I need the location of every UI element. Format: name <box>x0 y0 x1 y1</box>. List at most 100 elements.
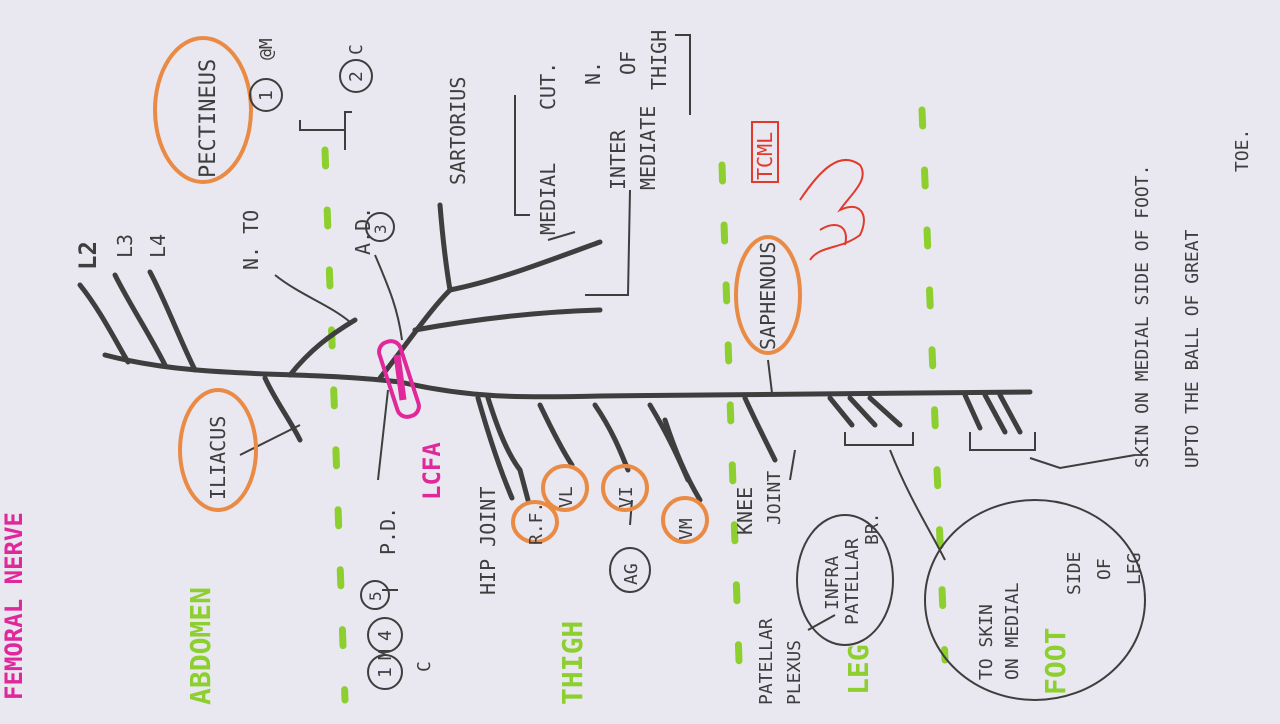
arrow-knee-joint <box>789 449 796 481</box>
tcml-box <box>751 121 779 183</box>
arrow-ad <box>374 254 403 341</box>
root-l3-label: L3 <box>113 234 137 258</box>
branch-infrapatellar-1 <box>827 395 855 428</box>
infrapatellar-circle <box>796 514 894 646</box>
lcfa-label: LCFA <box>418 442 446 500</box>
branch-vi <box>592 402 631 473</box>
pd-number: 5 <box>366 591 385 601</box>
right-key-fork-bottom <box>344 111 352 150</box>
branch-sartorius <box>437 202 453 293</box>
left-key-c-circle <box>367 654 403 690</box>
lcfa-fill <box>393 354 407 401</box>
skin-foot-line3: TOE. <box>1232 129 1253 172</box>
ad-number: 3 <box>371 224 390 234</box>
right-key-c-circle <box>339 59 373 93</box>
vl-circle <box>541 464 589 512</box>
medial-label: MEDIAL <box>536 163 560 235</box>
vm-label: VM <box>676 518 697 540</box>
to-skin-line3: SIDE <box>1064 552 1085 595</box>
branch-foot-3 <box>997 392 1023 435</box>
hip-joint-label: HIP JOINT <box>476 487 500 595</box>
pd-label: P.D. <box>376 507 400 555</box>
infrapatellar-line1: INFRA <box>822 556 843 610</box>
arrow-intermediate <box>585 189 631 296</box>
n-label: N. <box>581 61 605 85</box>
branch-iliacus <box>262 375 303 443</box>
region-abdomen: ABDOMEN <box>184 587 217 705</box>
patellar-plexus-line1: PATELLAR <box>756 618 777 705</box>
arrow-saphenous <box>767 359 773 394</box>
main-trunk <box>102 352 1033 400</box>
patellar-plexus-line2: PLEXUS <box>784 640 805 705</box>
rf-circle <box>511 500 559 544</box>
branch-rf <box>485 395 531 503</box>
arrow-ag <box>629 499 633 526</box>
pectineus-circle <box>153 36 253 184</box>
to-skin-line5: LEG <box>1124 552 1145 585</box>
region-thigh: THIGH <box>556 621 589 705</box>
inter-label: INTER <box>606 129 630 190</box>
left-key-4: 4 <box>375 630 396 641</box>
branch-foot-1 <box>962 392 983 431</box>
signature <box>799 159 865 261</box>
signature-scribble-2 <box>819 224 847 246</box>
branch-pectineus <box>287 317 358 378</box>
branch-infrapatellar-3 <box>867 395 903 428</box>
branch-hip-joint <box>475 395 515 501</box>
skin-foot-line2: UPTO THE BALL OF GREAT <box>1182 229 1203 468</box>
ag-circle <box>609 547 651 593</box>
region-leg: LEG <box>842 644 875 695</box>
vm-circle <box>661 496 709 544</box>
right-key-c: C <box>346 44 367 55</box>
left-key-1: 1 <box>375 667 396 678</box>
infrapatellar-line3: BR. <box>862 512 883 545</box>
leg-branches-bracket <box>844 432 914 446</box>
lcfa-marker <box>377 339 421 419</box>
root-l4 <box>147 269 198 373</box>
skin-foot-line1: SKIN ON MEDIAL SIDE OF FOOT. <box>1132 165 1153 468</box>
joint-label: JOINT <box>764 471 785 525</box>
root-l2 <box>77 282 131 365</box>
ad-num-circle <box>365 212 395 242</box>
cut-label: CUT. <box>536 62 560 110</box>
iliacus-label: ILIACUS <box>206 416 230 500</box>
arrow-pd <box>377 389 389 481</box>
branch-vl <box>537 402 575 468</box>
mediate-label: MEDIATE <box>636 106 660 190</box>
pectineus-label: PECTINEUS <box>196 59 221 178</box>
root-l3 <box>112 272 168 368</box>
signature-scribble-1 <box>799 159 865 261</box>
labels: FEMORAL NERVE ABDOMEN THIGH LEG FOOT L2 … <box>0 30 1253 705</box>
arrow-iliacus <box>239 424 301 456</box>
vi-label: VI <box>616 486 637 508</box>
vi-circle <box>601 464 649 512</box>
region-foot: FOOT <box>1039 628 1072 695</box>
saphenous-label: SAPHENOUS <box>756 242 780 350</box>
right-key-m-circle <box>249 78 283 112</box>
cut-n-bracket-right <box>675 34 691 115</box>
ad-label: A.D. <box>351 207 375 255</box>
tcml-label: TCML <box>753 132 777 180</box>
branch-knee <box>742 395 778 463</box>
arrow-medial <box>547 231 576 241</box>
lcfa-capsule <box>377 339 421 419</box>
left-key-m: M <box>375 649 396 660</box>
root-l2-label: L2 <box>74 241 102 270</box>
cut-n-bracket-left <box>514 95 530 216</box>
right-key-1: 1 <box>256 90 277 101</box>
pd-num-circle <box>360 580 390 610</box>
root-l4-label: L4 <box>146 234 170 258</box>
vl-label: VL <box>556 486 577 508</box>
to-skin-circle <box>924 499 1146 701</box>
right-key-m: @M <box>256 38 277 60</box>
to-skin-line4: OF <box>1094 558 1115 580</box>
branch-infrapatellar-2 <box>847 395 878 428</box>
orange-circles <box>153 36 802 544</box>
foot-branches-bracket <box>969 432 1036 451</box>
arrow-skin-foot <box>1029 454 1136 470</box>
infrapatellar-line2: PATELLAR <box>842 538 863 625</box>
branch-intermediate <box>412 307 603 333</box>
divider-leg-foot <box>918 106 949 664</box>
